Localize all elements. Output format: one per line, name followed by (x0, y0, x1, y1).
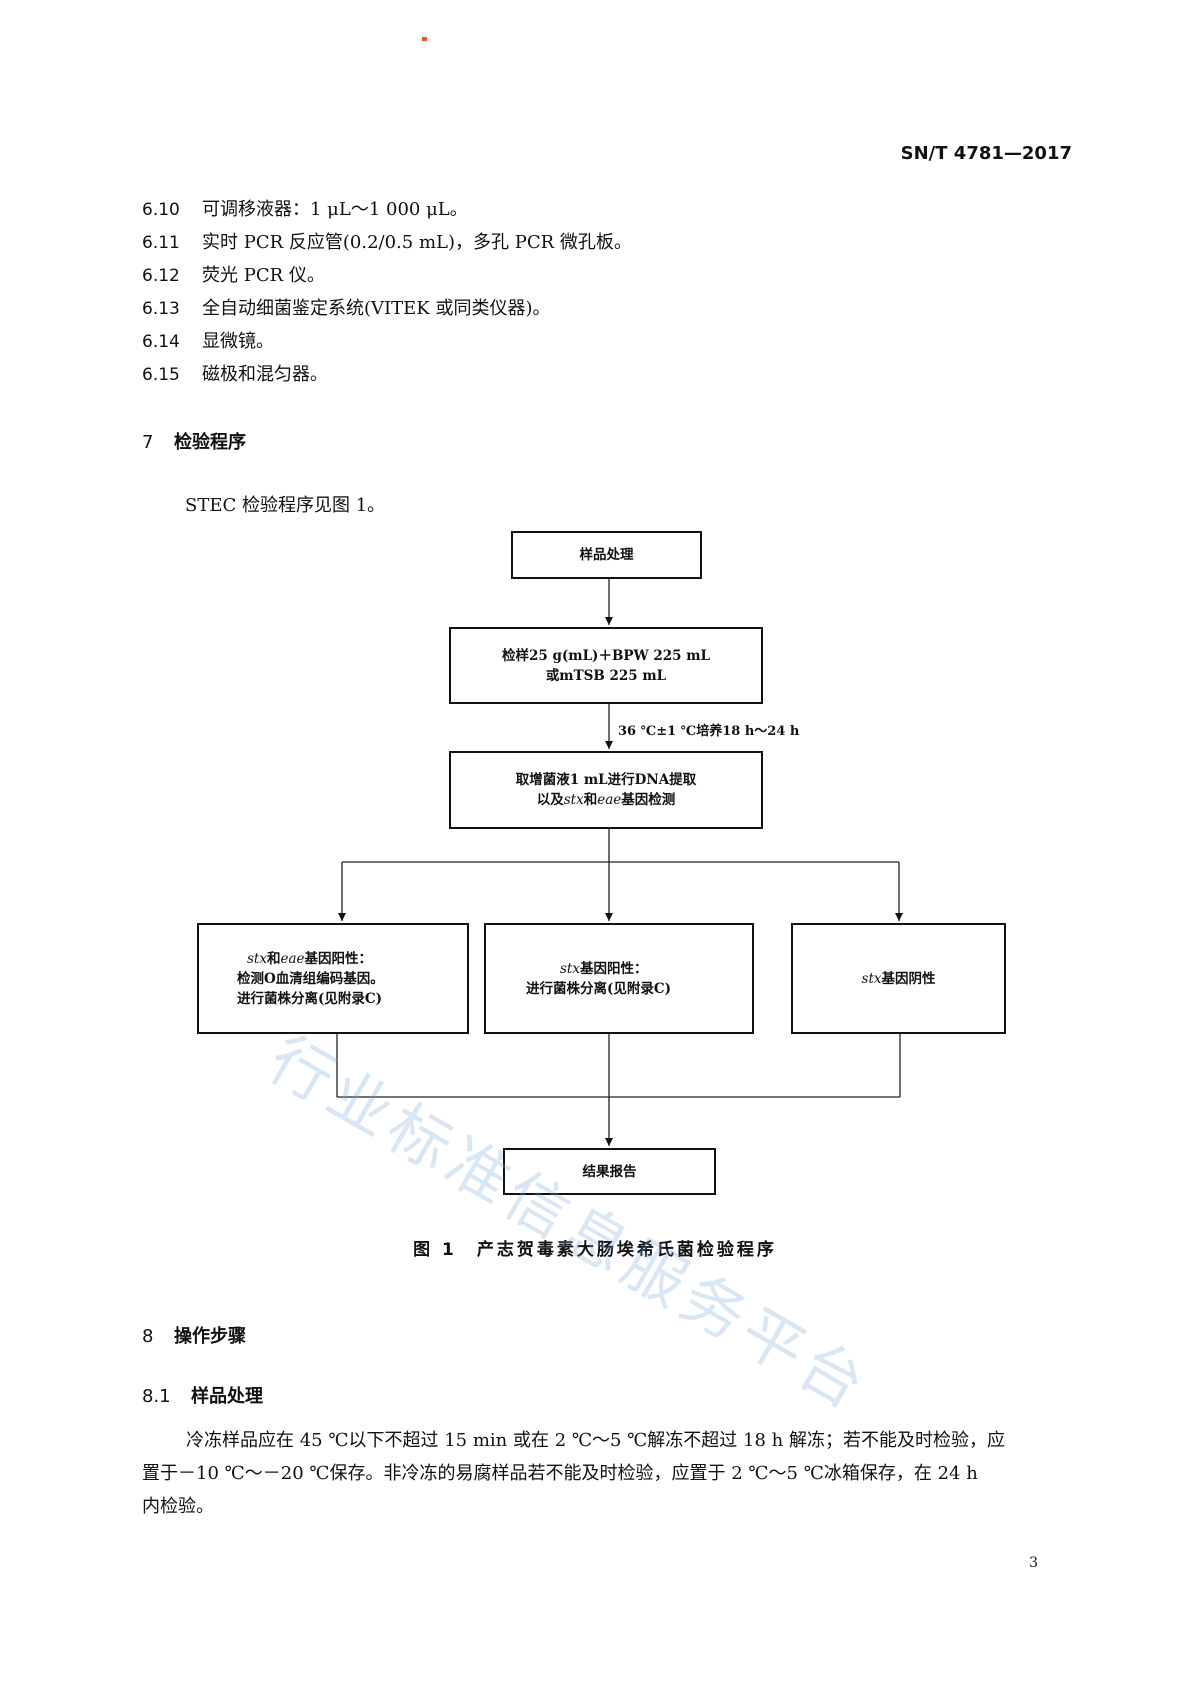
flow-box-stx-eae-positive: stx和eae基因阳性： 检测O血清组编码基因。 进行菌株分离(见附录C) (197, 923, 469, 1034)
flow-text: 基因阳性： (579, 960, 648, 977)
section-8-heading: 8 操作步骤 (142, 1322, 246, 1348)
section-7-heading: 7 检验程序 (142, 428, 246, 454)
item-number: 6.10 (142, 200, 180, 220)
orange-mark (422, 37, 427, 41)
section-title: 样品处理 (191, 1386, 263, 1407)
flow-box-stx-positive: stx基因阳性： 进行菌株分离(见附录C) (484, 923, 754, 1034)
flow-text: 结果报告 (582, 1163, 637, 1180)
item-number: 6.14 (142, 332, 180, 352)
section-number: 8.1 (142, 1386, 171, 1407)
paragraph-line: 置于－10 ℃～－20 ℃保存。非冷冻的易腐样品若不能及时检验，应置于 2 ℃～… (142, 1463, 978, 1484)
standard-code: SN/T 4781—2017 (900, 143, 1072, 164)
gene-name: stx (247, 950, 267, 967)
flow-text: 和 (583, 792, 598, 808)
gene-name: stx (560, 960, 580, 977)
incubation-label: 36 ℃±1 ℃培养18 h～24 h (618, 724, 800, 739)
item-number: 6.12 (142, 266, 180, 286)
item-text: 磁极和混匀器。 (202, 364, 328, 385)
flow-box-enrichment: 检样25 g(mL)＋BPW 225 mL 或mTSB 225 mL (449, 627, 763, 704)
section-title: 检验程序 (174, 432, 246, 453)
item-number: 6.13 (142, 299, 180, 319)
paragraph-line: 冷冻样品应在 45 ℃以下不超过 15 min 或在 2 ℃～5 ℃解冻不超过 … (186, 1430, 1005, 1451)
flow-text: 进行菌株分离(见附录C) (526, 980, 672, 997)
figure-caption: 图 1 产志贺毒素大肠埃希氏菌检验程序 (413, 1240, 777, 1260)
flow-text: 检测O血清组编码基因。 (237, 970, 384, 987)
flow-text: 样品处理 (579, 547, 634, 563)
item-text: 可调移液器：1 μL～1 000 μL。 (202, 199, 468, 220)
flow-text: 取增菌液1 mL进行DNA提取 (515, 772, 697, 788)
item-number: 6.11 (142, 233, 180, 253)
equipment-item: 6.11 实时 PCR 反应管(0.2/0.5 mL)，多孔 PCR 微孔板。 (142, 229, 632, 257)
gene-name: eae (597, 792, 622, 808)
section-7-intro: STEC 检验程序见图 1。 (185, 495, 386, 516)
section-number: 7 (142, 432, 154, 453)
flow-text: 检样25 g(mL)＋BPW 225 mL (501, 647, 711, 664)
item-text: 显微镜。 (202, 331, 274, 352)
section-title: 操作步骤 (174, 1326, 246, 1347)
item-text: 实时 PCR 反应管(0.2/0.5 mL)，多孔 PCR 微孔板。 (202, 232, 632, 253)
page-number: 3 (1029, 1555, 1038, 1571)
equipment-item: 6.14 显微镜。 (142, 328, 274, 356)
flow-text: 基因阴性 (881, 970, 936, 987)
gene-name: eae (280, 950, 305, 967)
flow-text: 或mTSB 225 mL (545, 667, 667, 684)
equipment-item: 6.15 磁极和混匀器。 (142, 361, 328, 389)
flow-text: 基因检测 (621, 792, 676, 808)
flow-text: 基因阳性： (304, 950, 373, 967)
item-text: 荧光 PCR 仪。 (202, 265, 325, 286)
gene-name: stx (861, 970, 882, 987)
flow-box-stx-negative: stx基因阴性 (791, 923, 1006, 1034)
flow-box-dna-extraction: 取增菌液1 mL进行DNA提取 以及stx和eae基因检测 (449, 751, 763, 829)
flow-box-sample-processing: 样品处理 (511, 531, 702, 579)
gene-name: stx (563, 792, 584, 808)
paragraph-line: 内检验。 (142, 1496, 214, 1517)
item-number: 6.15 (142, 365, 180, 385)
section-8-1-heading: 8.1 样品处理 (142, 1382, 263, 1408)
flow-text: 以及 (536, 792, 564, 808)
equipment-item: 6.10 可调移液器：1 μL～1 000 μL。 (142, 196, 468, 224)
equipment-item: 6.12 荧光 PCR 仪。 (142, 262, 325, 290)
equipment-item: 6.13 全自动细菌鉴定系统(VITEK 或同类仪器)。 (142, 295, 550, 323)
flow-text: 进行菌株分离(见附录C) (237, 990, 383, 1007)
flow-box-result-report: 结果报告 (503, 1148, 716, 1195)
item-text: 全自动细菌鉴定系统(VITEK 或同类仪器)。 (202, 298, 551, 319)
section-number: 8 (142, 1326, 154, 1347)
flow-text: 和 (266, 950, 281, 967)
